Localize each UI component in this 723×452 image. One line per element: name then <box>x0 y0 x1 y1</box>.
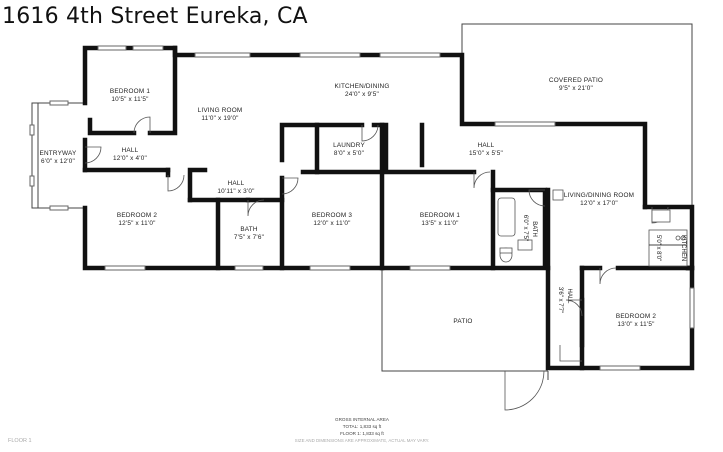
bath-left-name: BATH <box>240 226 258 233</box>
interior-walls <box>82 45 695 371</box>
laundry-dims: 8'0" x 5'0" <box>334 150 364 157</box>
laundry-name: LAUNDRY <box>333 142 365 149</box>
bath-right-dims: 6'0" x 7'5" <box>522 215 528 241</box>
living-room-name: LIVING ROOM <box>198 107 243 114</box>
covered-patio-outline <box>461 23 693 205</box>
bedroom-1-left-name: BEDROOM 1 <box>110 88 150 95</box>
patio-name: PATIO <box>453 318 472 325</box>
living-room-dims: 11'0" x 19'0" <box>201 115 238 122</box>
area-summary: GROSS INTERNAL AREA TOTAL: 1,833 sq ft F… <box>295 417 430 443</box>
floor-label: FLOOR 1 <box>8 438 32 444</box>
gross-area-label: GROSS INTERNAL AREA <box>335 417 390 422</box>
fixtures <box>497 189 688 267</box>
kitchen-dining-dims: 24'0" x 9'5" <box>345 91 379 98</box>
hall-right-dims: 15'0" x 5'5" <box>469 150 503 157</box>
bedroom-2-left-dims: 12'5" x 11'0" <box>118 220 155 227</box>
living-dining-room-name: LIVING/DINING ROOM <box>564 192 634 199</box>
entryway-name: ENTRYWAY <box>40 150 78 157</box>
kitchen-right-name: KITCHEN <box>680 235 686 261</box>
hall-right-name: HALL <box>478 142 495 149</box>
covered-patio-name: COVERED PATIO <box>549 77 603 84</box>
total-area: TOTAL: 1,833 sq ft <box>343 424 382 429</box>
hall-left-name: HALL <box>122 147 139 154</box>
windows <box>97 45 695 371</box>
disclaimer: SIZE AND DIMENSIONS ARE APPROXIMATE, ACT… <box>295 438 430 443</box>
living-dining-room-dims: 12'0" x 17'0" <box>580 200 618 207</box>
entryway-dims: 6'0" x 12'0" <box>41 158 75 165</box>
covered-patio-dims: 9'5" x 21'0" <box>559 85 593 92</box>
bedroom-2-right-dims: 13'0" x 11'5" <box>617 321 654 328</box>
plan-title: 1616 4th Street Eureka, CA <box>2 4 308 29</box>
bath-left-dims: 7'5" x 7'6" <box>234 234 264 241</box>
bedroom-1-right-dims: 13'5" x 11'0" <box>421 220 458 227</box>
hall-small-name: HALL <box>566 288 572 304</box>
bedroom-2-left-name: BEDROOM 2 <box>117 212 157 219</box>
floor-area: FLOOR 1: 1,833 sq ft <box>340 431 384 436</box>
room-labels: BEDROOM 1 10'5" x 11'5" LIVING ROOM 11'0… <box>40 77 687 328</box>
bedroom-3-name: BEDROOM 3 <box>312 212 352 219</box>
doors <box>84 116 669 362</box>
bedroom-1-left-dims: 10'5" x 11'5" <box>111 96 148 103</box>
kitchen-right-dims: 5'0" x 8'0" <box>655 235 661 261</box>
entryway-outline <box>29 100 85 211</box>
hall-center-dims: 10'11" x 3'0" <box>217 188 254 195</box>
kitchen-dining-name: KITCHEN/DINING <box>335 83 390 90</box>
bedroom-3-dims: 12'0" x 11'0" <box>313 220 350 227</box>
hall-left-dims: 12'0" x 4'0" <box>113 155 147 162</box>
patio-outline <box>381 266 549 411</box>
hall-small-dims: 3'6" x 7'7" <box>557 287 563 313</box>
bath-right-name: BATH <box>531 221 537 237</box>
bedroom-2-right-name: BEDROOM 2 <box>616 313 656 320</box>
hall-center-name: HALL <box>228 180 245 187</box>
bedroom-1-right-name: BEDROOM 1 <box>420 212 460 219</box>
